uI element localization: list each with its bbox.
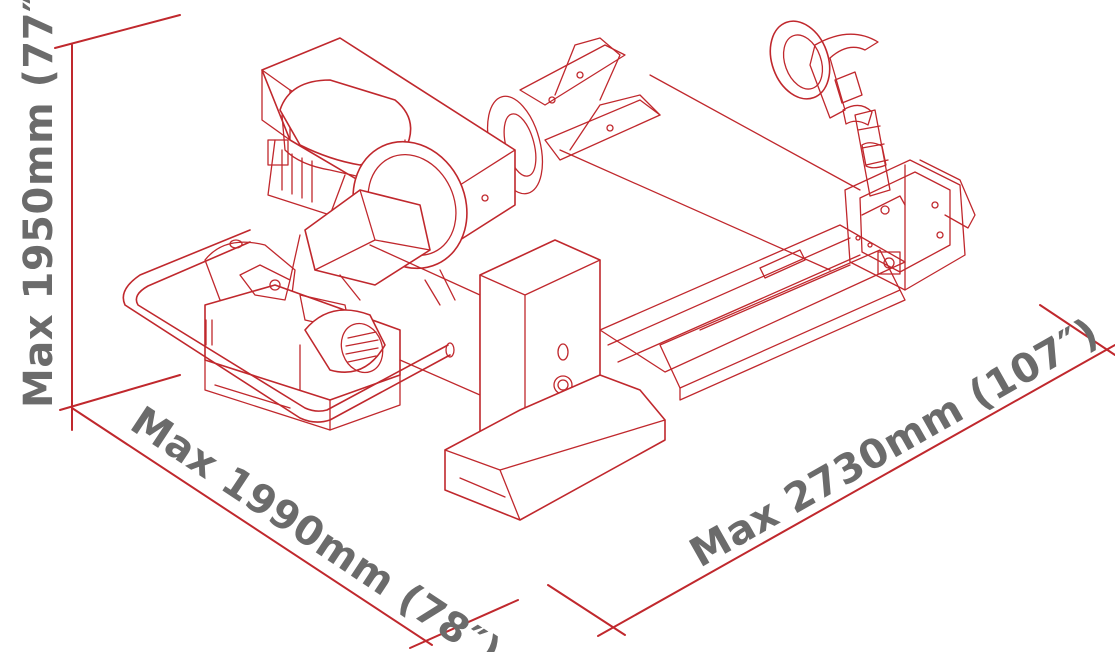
pedal-base: [444, 374, 666, 521]
pump-motor: [304, 309, 386, 374]
length-dimension-label: Max 2730mm (107″): [682, 309, 1106, 576]
roller-arms: [486, 37, 661, 195]
depth-dimension-line: [71, 407, 519, 649]
spindle: [289, 140, 468, 301]
demount-disc: [769, 20, 879, 126]
height-dimension-line: [54, 14, 181, 431]
height-dimension-label: Max 1950mm (77″): [16, 0, 62, 408]
rear-bed: [559, 74, 906, 401]
tool-carriage: [844, 109, 976, 291]
handle-frame: [122, 229, 455, 423]
machine-drawing: [122, 20, 976, 521]
depth-dimension-label: Max 1990mm (78″): [122, 398, 509, 652]
motor: [267, 79, 412, 216]
dimension-lines: [54, 14, 1115, 649]
length-dimension-line: [547, 304, 1115, 637]
